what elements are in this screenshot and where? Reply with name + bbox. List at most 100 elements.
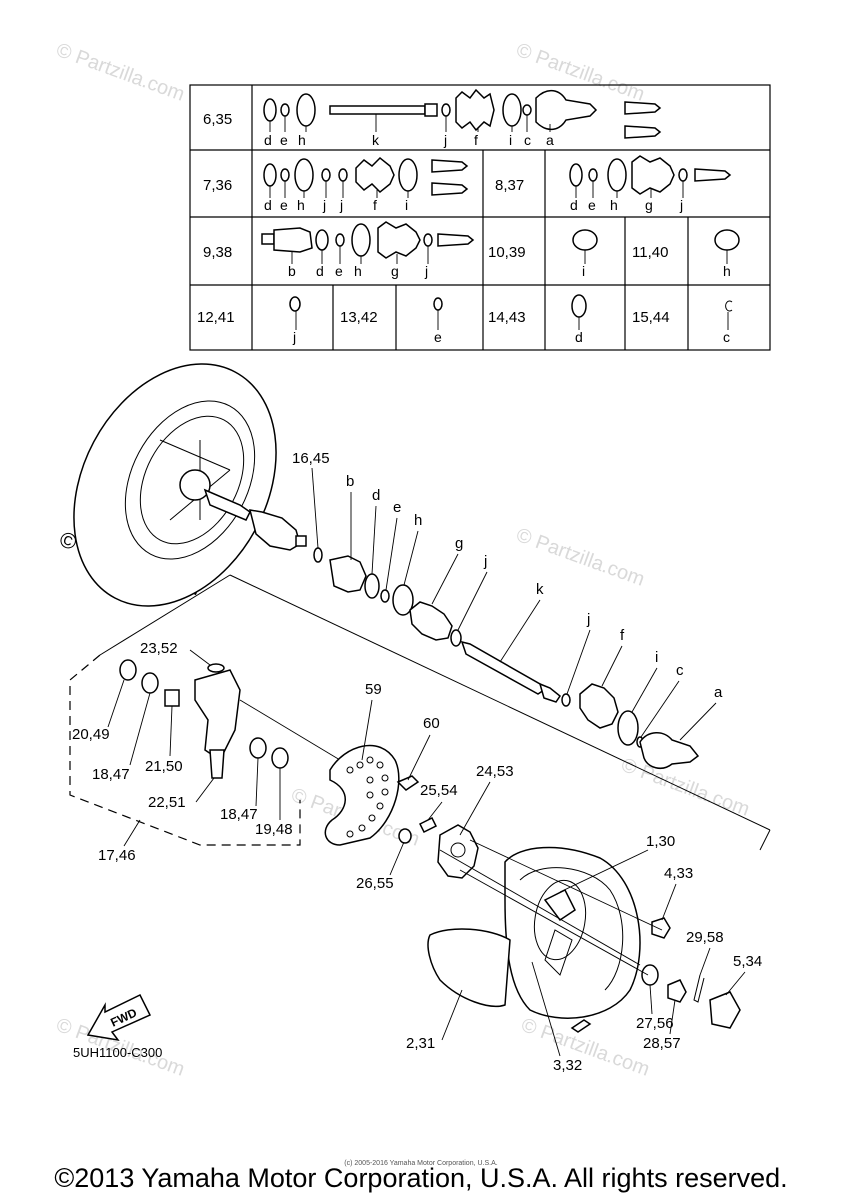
table-letter: d [575,329,583,345]
table-ref-10-39: 10,39 [488,244,526,261]
table-letter: j [424,263,428,279]
callout-5-34: 5,34 [733,953,762,970]
row1-leaders [269,114,551,132]
table-letter: e [280,132,288,148]
table-letter: h [610,197,618,213]
row2-parts-drawing [263,155,732,196]
table-letter: d [570,197,578,213]
callout-k: k [536,581,544,598]
callout-18-47-a: 18,47 [92,766,130,783]
table-ref-13-42: 13,42 [340,309,378,326]
callout-2-31: 2,31 [406,1035,435,1052]
drawing-code: 5UH1100-C300 [73,1045,162,1060]
table-letter: k [372,132,380,148]
callout-g: g [455,535,463,552]
table-letter: h [298,132,306,148]
table-ref-12-41: 12,41 [197,309,235,326]
knuckle-group-outline [69,654,301,846]
halfshaft-parts-drawing [313,547,700,770]
callout-f: f [620,627,625,644]
callout-c: c [676,662,684,679]
callout-e: e [393,499,401,516]
callout-22-51: 22,51 [148,794,186,811]
table-letter: j [292,329,296,345]
callout-21-50: 21,50 [145,758,183,775]
table-letter: i [509,132,512,148]
callout-3-32: 3,32 [553,1057,582,1074]
knuckle-parts-drawing [119,659,341,779]
table-ref-8-37: 8,37 [495,177,524,194]
callout-h: h [414,512,422,529]
table-letter: c [723,329,730,345]
callout-28-57: 28,57 [643,1035,681,1052]
table-letter: d [316,263,324,279]
table-ref-15-44: 15,44 [632,309,670,326]
table-ref-9-38: 9,38 [203,244,232,261]
micro-copyright: (c) 2005-2016 Yamaha Motor Corporation, … [344,1160,498,1167]
wheel-assembly-drawing [73,363,307,607]
copyright-notice: ©2013 Yamaha Motor Corporation, U.S.A. A… [54,1163,788,1193]
table-letter: d [264,197,272,213]
table-letter: j [679,197,683,213]
table-ref-6-35: 6,35 [203,111,232,128]
table-letter: a [546,132,554,148]
brake-disc-drawing [324,744,400,846]
kit-composition-table: 6,35 d e h k j f i c a [189,84,771,351]
callout-20-49: 20,49 [72,726,110,743]
table-letter: g [391,263,399,279]
table-letter: g [645,197,653,213]
table-letter: f [474,132,478,148]
row1-letters: d e h k j f i c a [264,132,554,148]
table-letter: i [582,263,585,279]
watermark: © Partzilla.com [513,524,647,591]
table-letter: e [335,263,343,279]
table-ref-11-40: 11,40 [632,244,668,261]
row2-letters: d e h j j f i d e h g j [264,197,683,213]
row3-parts-drawing [261,221,740,259]
callout-23-52: 23,52 [140,640,178,657]
table-letter: h [723,263,731,279]
row4-letters: j e d c [292,329,730,345]
watermark: © Partzilla.com [618,754,752,821]
table-letter: j [443,132,447,148]
table-letter: h [354,263,362,279]
hub-parts-drawing [396,775,479,879]
callout-j-1: j [483,553,487,570]
callout-17-46: 17,46 [98,847,136,864]
row2-leaders [269,181,684,198]
callout-24-53: 24,53 [476,763,514,780]
shaft-group-outline [99,574,771,851]
watermark: © Partzilla.com [513,39,647,106]
callout-59: 59 [365,681,382,698]
axle-lines [439,839,663,976]
callout-25-54: 25,54 [420,782,458,799]
table-letter: j [322,197,326,213]
callout-19-48: 19,48 [255,821,293,838]
callout-b: b [346,473,354,490]
callout-16-45: 16,45 [292,450,330,467]
callout-i: i [655,649,658,666]
row4-leaders [295,310,729,330]
table-letter: f [373,197,377,213]
callout-a: a [714,684,723,701]
callout-group: 16,45 b d e h g j k j f i c a 23,52 20,4… [72,450,762,1074]
row3-leaders [291,246,728,264]
callout-26-55: 26,55 [356,875,394,892]
table-letter: b [288,263,296,279]
table-ref-7-36: 7,36 [203,177,232,194]
table-letter: c [524,132,531,148]
row1-parts-drawing [263,88,662,139]
row4-parts-drawing [289,294,733,318]
fwd-arrow: FWD [86,994,152,1042]
callout-1-30: 1,30 [646,833,675,850]
table-letter: d [264,132,272,148]
callout-60: 60 [423,715,440,732]
hardware-drawing [570,917,741,1033]
table-letter: e [434,329,442,345]
table-letter: e [280,197,288,213]
callout-18-47-b: 18,47 [220,806,258,823]
table-letter: h [297,197,305,213]
table-letter: e [588,197,596,213]
callout-4-33: 4,33 [664,865,693,882]
